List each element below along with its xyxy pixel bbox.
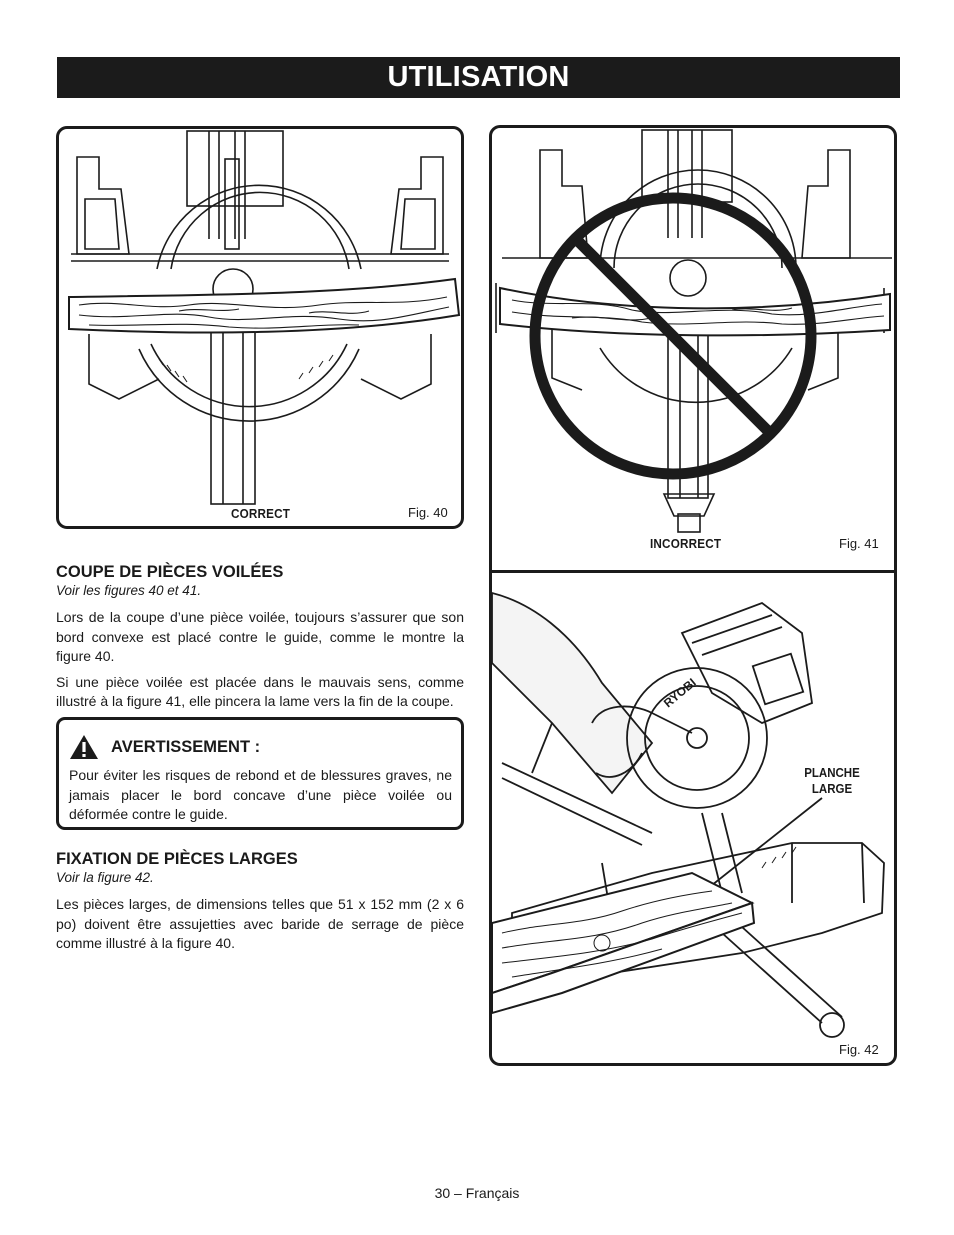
page-title: UTILISATION [387, 61, 570, 93]
figure-42-label: Fig. 42 [839, 1042, 879, 1057]
section-reference: Voir les figures 40 et 41. [56, 583, 202, 598]
figure-40-illustration [68, 130, 461, 505]
body-paragraph: Si une pièce voilée est placée dans le m… [56, 673, 464, 710]
figure-42-callout: PLANCHE LARGE [795, 765, 869, 797]
warning-text: Pour éviter les risques de rebond et de … [69, 767, 452, 822]
figure-41-label: Fig. 41 [839, 536, 879, 551]
figure-41-caption: INCORRECT [650, 536, 722, 551]
warning-triangle-icon [70, 735, 98, 759]
figure-40-box: CORRECT Fig. 40 [56, 126, 464, 529]
section-warped-pieces: COUPE DE PIÈCES VOILÉES Voir les figures… [56, 563, 464, 718]
warning-title: AVERTISSEMENT : [111, 737, 261, 756]
figure-41-42-box: INCORRECT Fig. 41 [489, 125, 897, 1066]
section-wide-pieces: FIXATION DE PIÈCES LARGES Voir la figure… [56, 850, 464, 960]
figure-42-illustration: RYOBI [492, 592, 885, 1038]
section-title: FIXATION DE PIÈCES LARGES [56, 850, 298, 868]
section-reference: Voir la figure 42. [56, 870, 154, 885]
figure-42-callout-line2: LARGE [811, 782, 853, 796]
page-header: UTILISATION [57, 57, 900, 98]
figure-41-illustration [495, 129, 892, 533]
body-paragraph: Lors de la coupe d’une pièce voilée, tou… [56, 609, 464, 664]
section-title: COUPE DE PIÈCES VOILÉES [56, 563, 284, 581]
page-footer: 30 – Français [434, 1185, 520, 1201]
warning-box: AVERTISSEMENT : Pour éviter les risques … [56, 717, 464, 830]
figure-40-label: Fig. 40 [408, 505, 448, 520]
figure-divider [492, 570, 894, 573]
body-paragraph: Les pièces larges, de dimensions telles … [56, 896, 464, 951]
figure-42-brand-mark: RYOBI [661, 675, 699, 710]
figure-42-callout-line1: PLANCHE [804, 766, 860, 780]
warning-header: AVERTISSEMENT : [69, 734, 260, 760]
figure-40-caption: CORRECT [231, 506, 291, 521]
